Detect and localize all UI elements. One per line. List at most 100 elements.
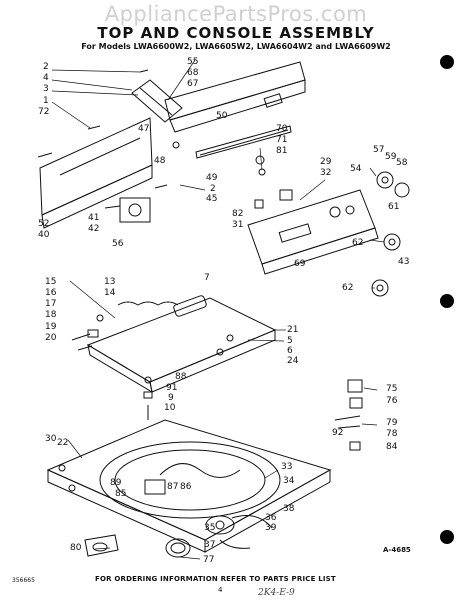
switches [254, 155, 293, 209]
callout-62: 62 [352, 238, 364, 248]
callout-52: 52 [38, 219, 50, 229]
callout-42: 42 [88, 224, 100, 234]
door-switch-parts [334, 379, 363, 451]
callout-17: 17 [45, 299, 57, 309]
cabinet-base [46, 419, 332, 553]
callout-68: 68 [187, 68, 199, 78]
punch-hole-bottom [440, 530, 454, 544]
callout-22: 22 [57, 438, 69, 448]
callout-leaders [51, 59, 385, 560]
callout-86: 86 [180, 482, 192, 492]
callout-2: 2 [43, 62, 49, 72]
callout-32: 32 [320, 168, 332, 178]
callout-58: 58 [396, 158, 408, 168]
callout-24: 24 [287, 356, 299, 366]
callout-29: 29 [320, 157, 332, 167]
callout-10: 10 [164, 403, 176, 413]
callout-1: 1 [43, 96, 49, 106]
callout-71: 71 [276, 135, 288, 145]
callout-79: 79 [386, 418, 398, 428]
callout-75: 75 [386, 384, 398, 394]
callout-36: 36 [265, 513, 277, 523]
callout-92: 92 [332, 428, 344, 438]
callout-35: 35 [204, 523, 216, 533]
callout-49: 49 [206, 173, 218, 183]
timer-motor [104, 197, 151, 223]
page-title: TOP AND CONSOLE ASSEMBLY [97, 24, 375, 42]
callout-84: 84 [386, 442, 398, 452]
ordering-info-footer: FOR ORDERING INFORMATION REFER TO PARTS … [95, 575, 336, 583]
handwritten-note: 2K4-E-9 [258, 588, 295, 598]
callout-4: 4 [43, 73, 49, 83]
control-panel [247, 189, 379, 275]
callout-43: 43 [398, 257, 410, 267]
callout-61: 61 [388, 202, 400, 212]
callout-77: 77 [203, 555, 215, 565]
watermark: AppliancePartsPros.com [104, 2, 368, 26]
callout-80: 80 [70, 543, 82, 553]
callout-7: 7 [204, 273, 210, 283]
punch-hole-top [440, 55, 454, 69]
callout-6: 6 [287, 346, 293, 356]
callout-45: 45 [206, 194, 218, 204]
callout-37: 37 [204, 540, 216, 550]
callout-2b: 2 [210, 184, 216, 194]
callout-47: 47 [138, 124, 150, 134]
callout-91: 91 [166, 383, 178, 393]
page-number: 4 [218, 586, 223, 594]
leveling-foot [84, 534, 119, 557]
model-subtitle: For Models LWA6600W2, LWA6605W2, LWA6604… [81, 42, 391, 51]
hinge-parts [71, 314, 104, 351]
callout-48: 48 [154, 156, 166, 166]
console-trim-strip [195, 125, 292, 159]
callout-89: 89 [110, 478, 122, 488]
callout-14: 14 [104, 288, 116, 298]
callout-78: 78 [386, 429, 398, 439]
drain-hose-clamp [165, 538, 191, 558]
callout-13: 13 [104, 277, 116, 287]
pump-and-hose [144, 463, 273, 549]
callout-55: 55 [187, 57, 199, 67]
callout-87: 87 [167, 482, 179, 492]
callout-15: 15 [45, 277, 57, 287]
callout-88: 88 [175, 372, 187, 382]
console-back-panel [39, 117, 153, 229]
callout-20: 20 [45, 333, 57, 343]
callout-70: 70 [276, 124, 288, 134]
callout-9: 9 [168, 393, 174, 403]
callout-59: 59 [385, 152, 397, 162]
callout-85: 85 [115, 489, 127, 499]
callout-5: 5 [287, 336, 293, 346]
small-fasteners [143, 376, 153, 420]
callout-50: 50 [216, 111, 228, 121]
callout-82: 82 [232, 209, 244, 219]
callout-31: 31 [232, 220, 244, 230]
callout-19: 19 [45, 322, 57, 332]
control-knobs [371, 171, 410, 297]
callout-41: 41 [88, 213, 100, 223]
callout-38: 38 [283, 504, 295, 514]
callout-40: 40 [38, 230, 50, 240]
callout-39: 39 [265, 523, 277, 533]
callout-3: 3 [43, 84, 49, 94]
console-screws [37, 69, 180, 189]
callout-33: 33 [281, 462, 293, 472]
callout-30: 30 [45, 434, 57, 444]
callout-18: 18 [45, 310, 57, 320]
callout-76: 76 [386, 396, 398, 406]
callout-56: 56 [112, 239, 124, 249]
callout-54: 54 [350, 164, 362, 174]
console-end-cap [131, 79, 183, 123]
callout-16: 16 [45, 288, 57, 298]
callout-81: 81 [276, 146, 288, 156]
callout-67: 67 [187, 79, 199, 89]
callout-57: 57 [373, 145, 385, 155]
callout-34: 34 [283, 476, 295, 486]
callout-72: 72 [38, 107, 50, 117]
callout-21: 21 [287, 325, 299, 335]
console-top-cover [164, 61, 306, 133]
diagram-code: A-4685 [383, 546, 411, 554]
callout-69: 69 [294, 259, 306, 269]
punch-hole-middle [440, 294, 454, 308]
